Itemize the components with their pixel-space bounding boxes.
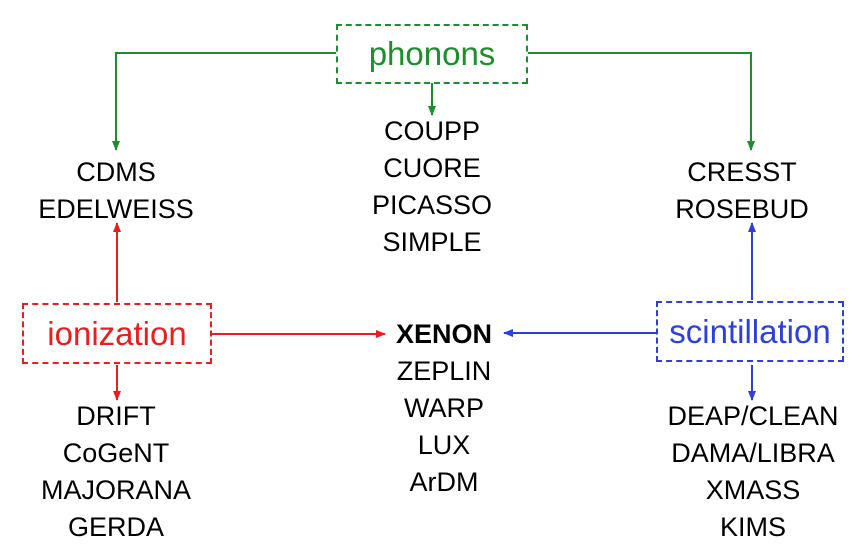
group-phonons-scintillation: CRESST ROSEBUD bbox=[642, 154, 842, 228]
scintillation-label: scintillation bbox=[669, 313, 831, 350]
experiment-label: CDMS bbox=[76, 157, 156, 187]
experiment-label: DRIFT bbox=[76, 401, 156, 431]
experiment-label: CoGeNT bbox=[62, 438, 170, 468]
experiment-label: COUPP bbox=[383, 116, 481, 146]
experiment-label: MAJORANA bbox=[40, 475, 192, 505]
arrow-phonons-to-cdms bbox=[112, 52, 336, 151]
experiment-label: GERDA bbox=[67, 512, 165, 542]
group-phonons-only: COUPP CUORE PICASSO SIMPLE bbox=[332, 113, 532, 261]
experiment-label-highlighted: XENON bbox=[395, 319, 493, 349]
phonons-box: phonons bbox=[336, 24, 528, 84]
group-scintillation-only: DEAP/CLEAN DAMA/LIBRA XMASS KIMS bbox=[640, 398, 866, 546]
experiment-label: EDELWEISS bbox=[38, 194, 194, 224]
ionization-box: ionization bbox=[22, 303, 212, 364]
group-phonons-ionization: CDMS EDELWEISS bbox=[16, 154, 216, 228]
experiment-label: LUX bbox=[417, 430, 471, 460]
experiment-label: DEAP/CLEAN bbox=[667, 401, 839, 431]
experiment-label: CRESST bbox=[687, 157, 797, 187]
experiment-label: KIMS bbox=[719, 512, 786, 542]
ionization-label: ionization bbox=[47, 315, 187, 352]
experiment-label: ZEPLIN bbox=[396, 356, 492, 386]
experiment-label: DAMA/LIBRA bbox=[671, 438, 835, 468]
group-ionization-only: DRIFT CoGeNT MAJORANA GERDA bbox=[6, 398, 226, 546]
experiment-label: XMASS bbox=[705, 475, 801, 505]
experiment-label: CUORE bbox=[383, 153, 481, 183]
experiment-label: ArDM bbox=[409, 467, 479, 497]
experiment-label: WARP bbox=[404, 393, 484, 423]
experiment-label: PICASSO bbox=[371, 190, 493, 220]
experiment-label: SIMPLE bbox=[382, 227, 482, 257]
experiment-label: ROSEBUD bbox=[675, 194, 809, 224]
phonons-label: phonons bbox=[368, 35, 496, 72]
group-ionization-scintillation: XENON ZEPLIN WARP LUX ArDM bbox=[344, 316, 544, 501]
scintillation-box: scintillation bbox=[656, 301, 844, 362]
arrow-phonons-to-cresst bbox=[528, 52, 755, 151]
